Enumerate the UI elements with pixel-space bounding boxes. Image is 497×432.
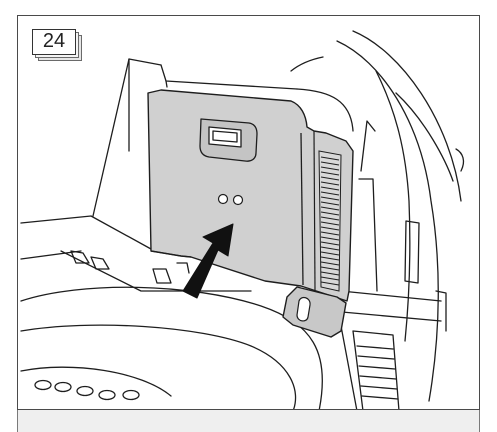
trunk-panel-illustration	[20, 30, 465, 409]
panel-bottom-tab-slot	[296, 296, 311, 322]
trunk-top-edge	[160, 64, 298, 90]
side-trim-panel-lower-edge	[150, 250, 192, 258]
trunk-floor-holes-1	[70, 250, 90, 264]
trunk-floor-right-2	[330, 310, 442, 322]
side-trim-panel-fold	[300, 132, 304, 286]
spare-wheel-hole-1	[34, 379, 52, 391]
vent-grille-frame	[352, 330, 400, 409]
trunk-side-trim-1	[358, 178, 378, 292]
trunk-floor-right	[340, 290, 442, 302]
vent-grille-slat-4	[359, 375, 397, 380]
caption-band	[17, 410, 480, 432]
vent-grille-slat-5	[360, 385, 398, 390]
trunk-right-hole	[455, 148, 465, 172]
spare-wheel-hole-3	[76, 385, 94, 397]
panel-bottom-tab	[282, 286, 347, 338]
trunk-floor-clip	[152, 268, 172, 284]
trunk-floor-holes-2	[90, 256, 110, 270]
trunk-rear-curve	[290, 56, 324, 72]
trunk-right-pillar-2	[352, 30, 462, 202]
ribbed-strip	[318, 150, 342, 292]
panel-hole-1	[217, 193, 229, 205]
panel-handle-icon	[199, 118, 258, 162]
vent-grille-slat-6	[361, 395, 399, 400]
spare-wheel-rim-inner	[20, 324, 297, 409]
spare-wheel-hole-4	[98, 389, 116, 401]
panel-hole-2	[232, 194, 244, 206]
trunk-rear-curve-2	[296, 88, 354, 132]
trunk-side-trim-2	[360, 120, 376, 172]
vent-grille-slat-2	[357, 355, 395, 360]
trunk-right-pillar-3	[375, 70, 411, 342]
figure-frame	[17, 15, 480, 410]
spare-wheel-hole-5	[122, 389, 140, 401]
vent-grille-slat-1	[356, 345, 394, 350]
step-number: 24	[32, 29, 76, 55]
trunk-side-window	[404, 220, 420, 284]
spare-wheel-hole-2	[54, 381, 72, 393]
vent-grille-outline	[340, 325, 358, 409]
trunk-right-pillar-4	[395, 92, 454, 182]
trunk-top-edge-2	[165, 80, 168, 88]
side-trim-panel-fold-2	[313, 130, 316, 291]
trunk-floor-clip-2	[176, 262, 190, 274]
trunk-right-pillar-1	[336, 40, 439, 402]
step-number-badge: 24	[32, 29, 84, 61]
spare-wheel-rim-outer	[20, 286, 323, 409]
trunk-floor-line-2	[60, 250, 252, 292]
spare-wheel-hub	[20, 366, 172, 397]
vent-grille-slat-3	[358, 365, 396, 370]
up-right-arrow-icon	[182, 223, 234, 299]
trunk-side-window-2	[435, 290, 447, 332]
